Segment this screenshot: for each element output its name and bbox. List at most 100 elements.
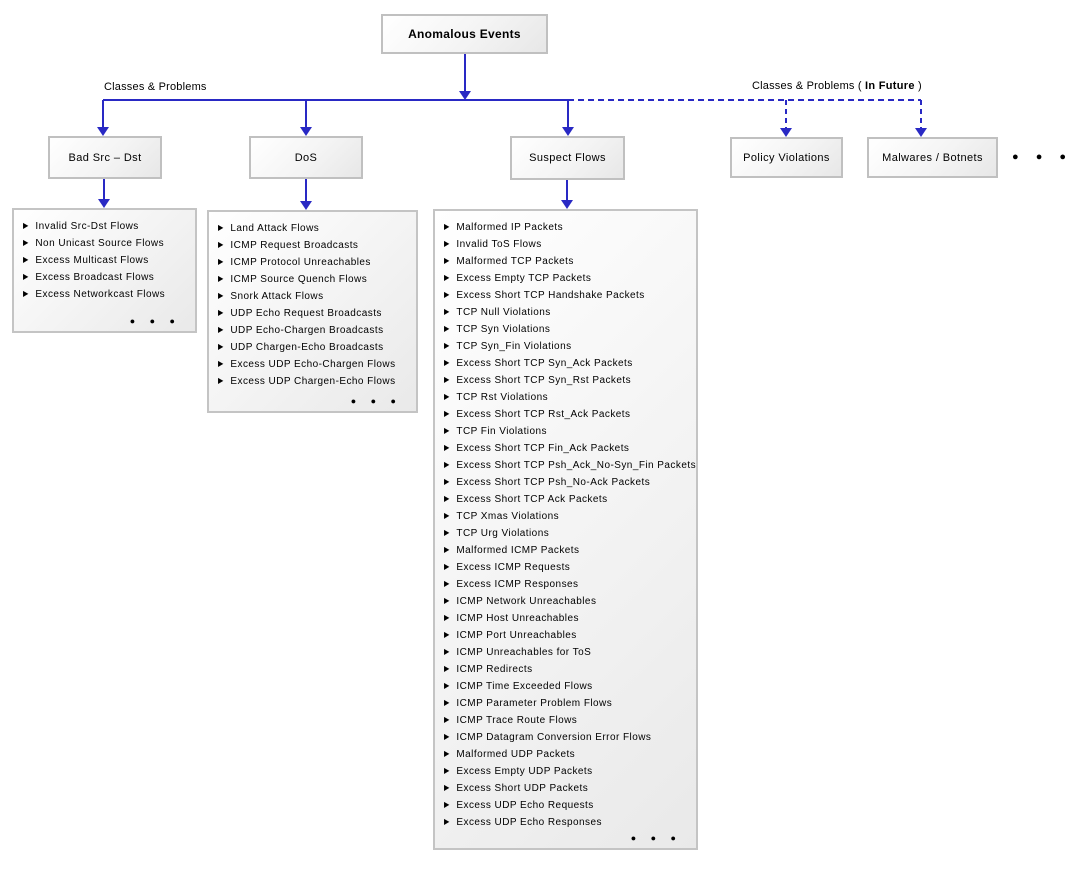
triangle-bullet-icon: ▶ (444, 427, 450, 436)
list-item-label: Malformed ICMP Packets (456, 545, 580, 556)
list-item: ▶Excess Short UDP Packets (444, 780, 690, 797)
list-item-label: Excess Short TCP Psh_Ack_No-Syn_Fin Pack… (456, 460, 697, 471)
triangle-bullet-icon: ▶ (444, 818, 450, 827)
triangle-bullet-icon: ▶ (444, 359, 450, 368)
triangle-bullet-icon: ▶ (444, 784, 450, 793)
category-node-policy-violations: Policy Violations (730, 137, 843, 178)
list-item-label: TCP Syn_Fin Violations (456, 341, 572, 352)
list-item: ▶Excess Short TCP Ack Packets (444, 491, 690, 508)
list-item: ▶ICMP Parameter Problem Flows (444, 695, 690, 712)
triangle-bullet-icon: ▶ (444, 546, 450, 555)
triangle-bullet-icon: ▶ (444, 308, 450, 317)
list-item-label: ICMP Protocol Unreachables (230, 257, 371, 268)
arrowhead-dos (300, 127, 312, 136)
list-item: ▶ICMP Trace Route Flows (444, 712, 690, 729)
list-item: ▶Excess Networkcast Flows (23, 286, 189, 303)
triangle-bullet-icon: ▶ (444, 733, 450, 742)
list-item: ▶ICMP Unreachables for ToS (444, 644, 690, 661)
list-item: ▶UDP Echo-Chargen Broadcasts (218, 322, 410, 339)
list-item-label: ICMP Parameter Problem Flows (456, 698, 613, 709)
arrowhead-malwares-botnets (915, 128, 927, 137)
list-item: ▶Excess UDP Echo Responses (444, 814, 690, 831)
list-item: ▶ TCP Syn Violations (444, 321, 690, 338)
category-label: Policy Violations (743, 151, 830, 164)
list-item-label: Excess Short TCP Psh_No-Ack Packets (456, 477, 651, 488)
list-item: ▶UDP Chargen-Echo Broadcasts (218, 339, 410, 356)
triangle-bullet-icon: ▶ (444, 410, 450, 419)
list-item-label: Excess Empty UDP Packets (456, 766, 593, 777)
list-item-label: ICMP Network Unreachables (456, 596, 597, 607)
list-item-label: Excess UDP Echo Requests (456, 800, 594, 811)
list-items: ▶ Invalid Src-Dst Flows ▶Non Unicast Sourc… (23, 218, 189, 303)
list-item-label: Excess Multicast Flows (35, 255, 149, 266)
list-item: ▶ Excess ICMP Requests (444, 559, 690, 576)
arrowhead-dos-list (300, 201, 312, 210)
triangle-bullet-icon: ▶ (444, 529, 450, 538)
triangle-bullet-icon: ▶ (23, 273, 29, 282)
list-item-label: Malformed TCP Packets (456, 256, 574, 267)
list-item-label: Snork Attack Flows (230, 291, 324, 302)
more-items-ellipsis: ● ● ● (630, 833, 682, 843)
list-item-label: Malformed UDP Packets (456, 749, 576, 760)
list-items: ▶ Malformed IP Packets ▶ Invalid ToS Flows ▶… (444, 219, 696, 831)
list-item: ▶Excess Short TCP Fin_Ack Packets (444, 440, 690, 457)
list-item-label: Excess ICMP Requests (456, 562, 571, 573)
triangle-bullet-icon: ▶ (218, 224, 224, 233)
list-item: ▶Malformed TCP Packets (444, 253, 690, 270)
triangle-bullet-icon: ▶ (444, 648, 450, 657)
triangle-bullet-icon: ▶ (444, 580, 450, 589)
list-item-label: ICMP Redirects (456, 664, 533, 675)
list-item: ▶ICMP Host Unreachables (444, 610, 690, 627)
list-item: ▶Excess Multicast Flows (23, 252, 189, 269)
arrowhead-bad-src-dst-list (98, 199, 110, 208)
more-categories-ellipsis: ● ● ● (1012, 151, 1067, 163)
category-label: DoS (294, 151, 318, 164)
triangle-bullet-icon: ▶ (218, 309, 224, 318)
list-item-label: TCP Rst Violations (456, 392, 549, 403)
triangle-bullet-icon: ▶ (218, 258, 224, 267)
triangle-bullet-icon: ▶ (23, 239, 29, 248)
list-item-label: UDP Echo-Chargen Broadcasts (230, 325, 384, 336)
triangle-bullet-icon: ▶ (444, 223, 450, 232)
arrowhead-suspect-flows (562, 127, 574, 136)
list-item-label: ICMP Trace Route Flows (456, 715, 578, 726)
root-node-label: Anomalous Events (408, 27, 521, 41)
list-item: ▶Excess Short TCP Psh_Ack_No-Syn_Fin Pac… (444, 457, 696, 474)
category-label: Malwares / Botnets (882, 151, 983, 164)
list-item: ▶Non Unicast Source Flows (23, 235, 189, 252)
list-box-bad-src-dst: ▶ Invalid Src-Dst Flows ▶Non Unicast Sourc… (12, 208, 197, 333)
triangle-bullet-icon: ▶ (218, 241, 224, 250)
list-item-label: Invalid ToS Flows (456, 239, 542, 250)
triangle-bullet-icon: ▶ (444, 563, 450, 572)
list-item: ▶Snork Attack Flows (218, 288, 410, 305)
list-item-label: Land Attack Flows (230, 223, 320, 234)
category-node-bad-src-dst: Bad Src – Dst (48, 136, 162, 179)
list-item: ▶ICMP Datagram Conversion Error Flows (444, 729, 690, 746)
list-item: ▶Excess Short TCP Syn_Rst Packets (444, 372, 690, 389)
list-item-label: Excess Short TCP Ack Packets (456, 494, 608, 505)
list-item: ▶Excess UDP Chargen-Echo Flows (218, 373, 410, 390)
list-item: ▶Excess Short TCP Psh_No-Ack Packets (444, 474, 690, 491)
list-item-label: Excess Short TCP Handshake Packets (456, 290, 645, 301)
list-item: ▶TCP Urg Violations (444, 525, 690, 542)
list-item: ▶ICMP Request Broadcasts (218, 237, 410, 254)
triangle-bullet-icon: ▶ (444, 240, 450, 249)
list-item-label: Malformed IP Packets (456, 222, 564, 233)
list-item-label: TCP Syn Violations (456, 324, 551, 335)
list-box-suspect-flows: ▶ Malformed IP Packets ▶ Invalid ToS Flows ▶… (433, 209, 698, 850)
list-item: ▶Excess Short TCP Rst_Ack Packets (444, 406, 690, 423)
list-item: ▶Excess UDP Echo-Chargen Flows (218, 356, 410, 373)
list-item-label: Excess Short TCP Syn_Ack Packets (456, 358, 633, 369)
list-item: ▶TCP Rst Violations (444, 389, 690, 406)
category-label: Suspect Flows (529, 152, 606, 164)
list-item-label: Invalid Src-Dst Flows (35, 221, 139, 232)
list-item: ▶Excess Short TCP Handshake Packets (444, 287, 690, 304)
list-item: ▶ Invalid Src-Dst Flows (23, 218, 189, 235)
list-item-label: ICMP Host Unreachables (456, 613, 579, 624)
list-item-label: Excess ICMP Responses (456, 579, 579, 590)
triangle-bullet-icon: ▶ (444, 325, 450, 334)
in-future-emphasis: In Future (865, 80, 915, 92)
triangle-bullet-icon: ▶ (23, 222, 29, 231)
